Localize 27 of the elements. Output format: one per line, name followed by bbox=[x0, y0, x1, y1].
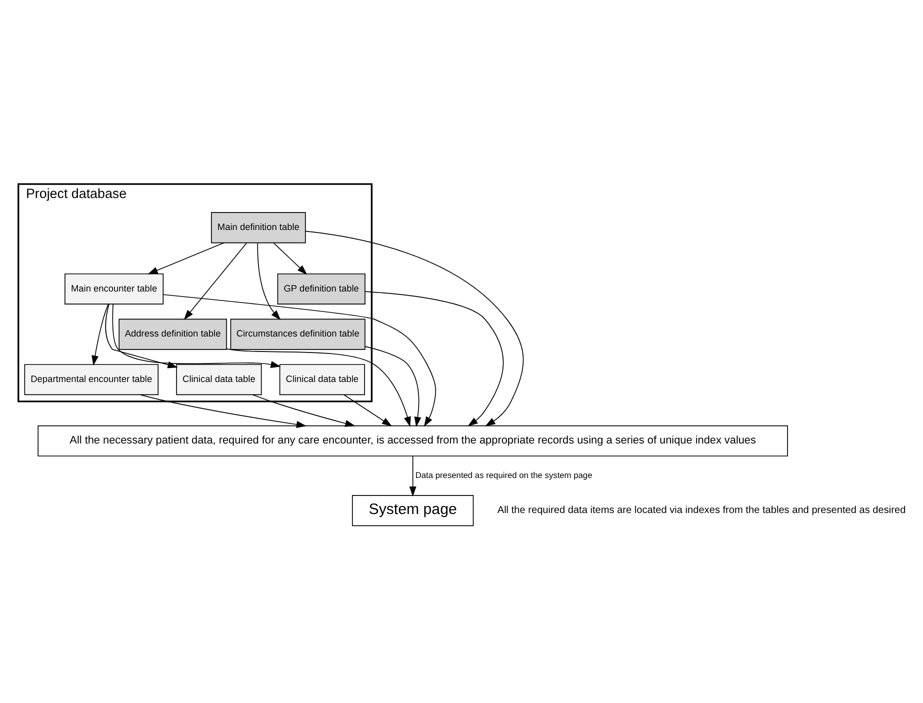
arrow bbox=[184, 242, 248, 320]
node-label: All the required data items are located via indexes from the tables and presented as desired bbox=[497, 505, 906, 516]
arrow bbox=[226, 348, 411, 427]
node-box: Departmental encounter table bbox=[24, 364, 159, 396]
node-box: Address definition table bbox=[118, 318, 227, 350]
arrow bbox=[92, 304, 109, 366]
arrow bbox=[343, 394, 392, 426]
arrow bbox=[409, 456, 416, 497]
node-box: Clinical data table bbox=[176, 364, 262, 396]
arrow bbox=[257, 242, 281, 320]
arrow bbox=[273, 242, 308, 275]
arrow bbox=[112, 304, 281, 368]
node-box: All the necessary patient data, required for any care encounter, is accessed from the appropriate records using a series of unique index values bbox=[38, 425, 788, 456]
arrow bbox=[105, 304, 178, 368]
arrow bbox=[364, 346, 422, 427]
node-box: Circumstances definition table bbox=[230, 318, 366, 350]
node-box: GP definition table bbox=[277, 273, 366, 304]
arrow bbox=[252, 394, 356, 427]
arrow bbox=[305, 230, 524, 426]
node-box: Clinical data table bbox=[279, 364, 365, 396]
arrow bbox=[364, 291, 504, 426]
arrow bbox=[148, 242, 224, 274]
node-box: Main definition table bbox=[210, 212, 306, 244]
arrow bbox=[163, 294, 436, 427]
node-box: System page bbox=[352, 495, 474, 526]
edge-label: Data presented as required on the system page bbox=[415, 470, 592, 480]
node-box: Main encounter table bbox=[64, 273, 164, 304]
